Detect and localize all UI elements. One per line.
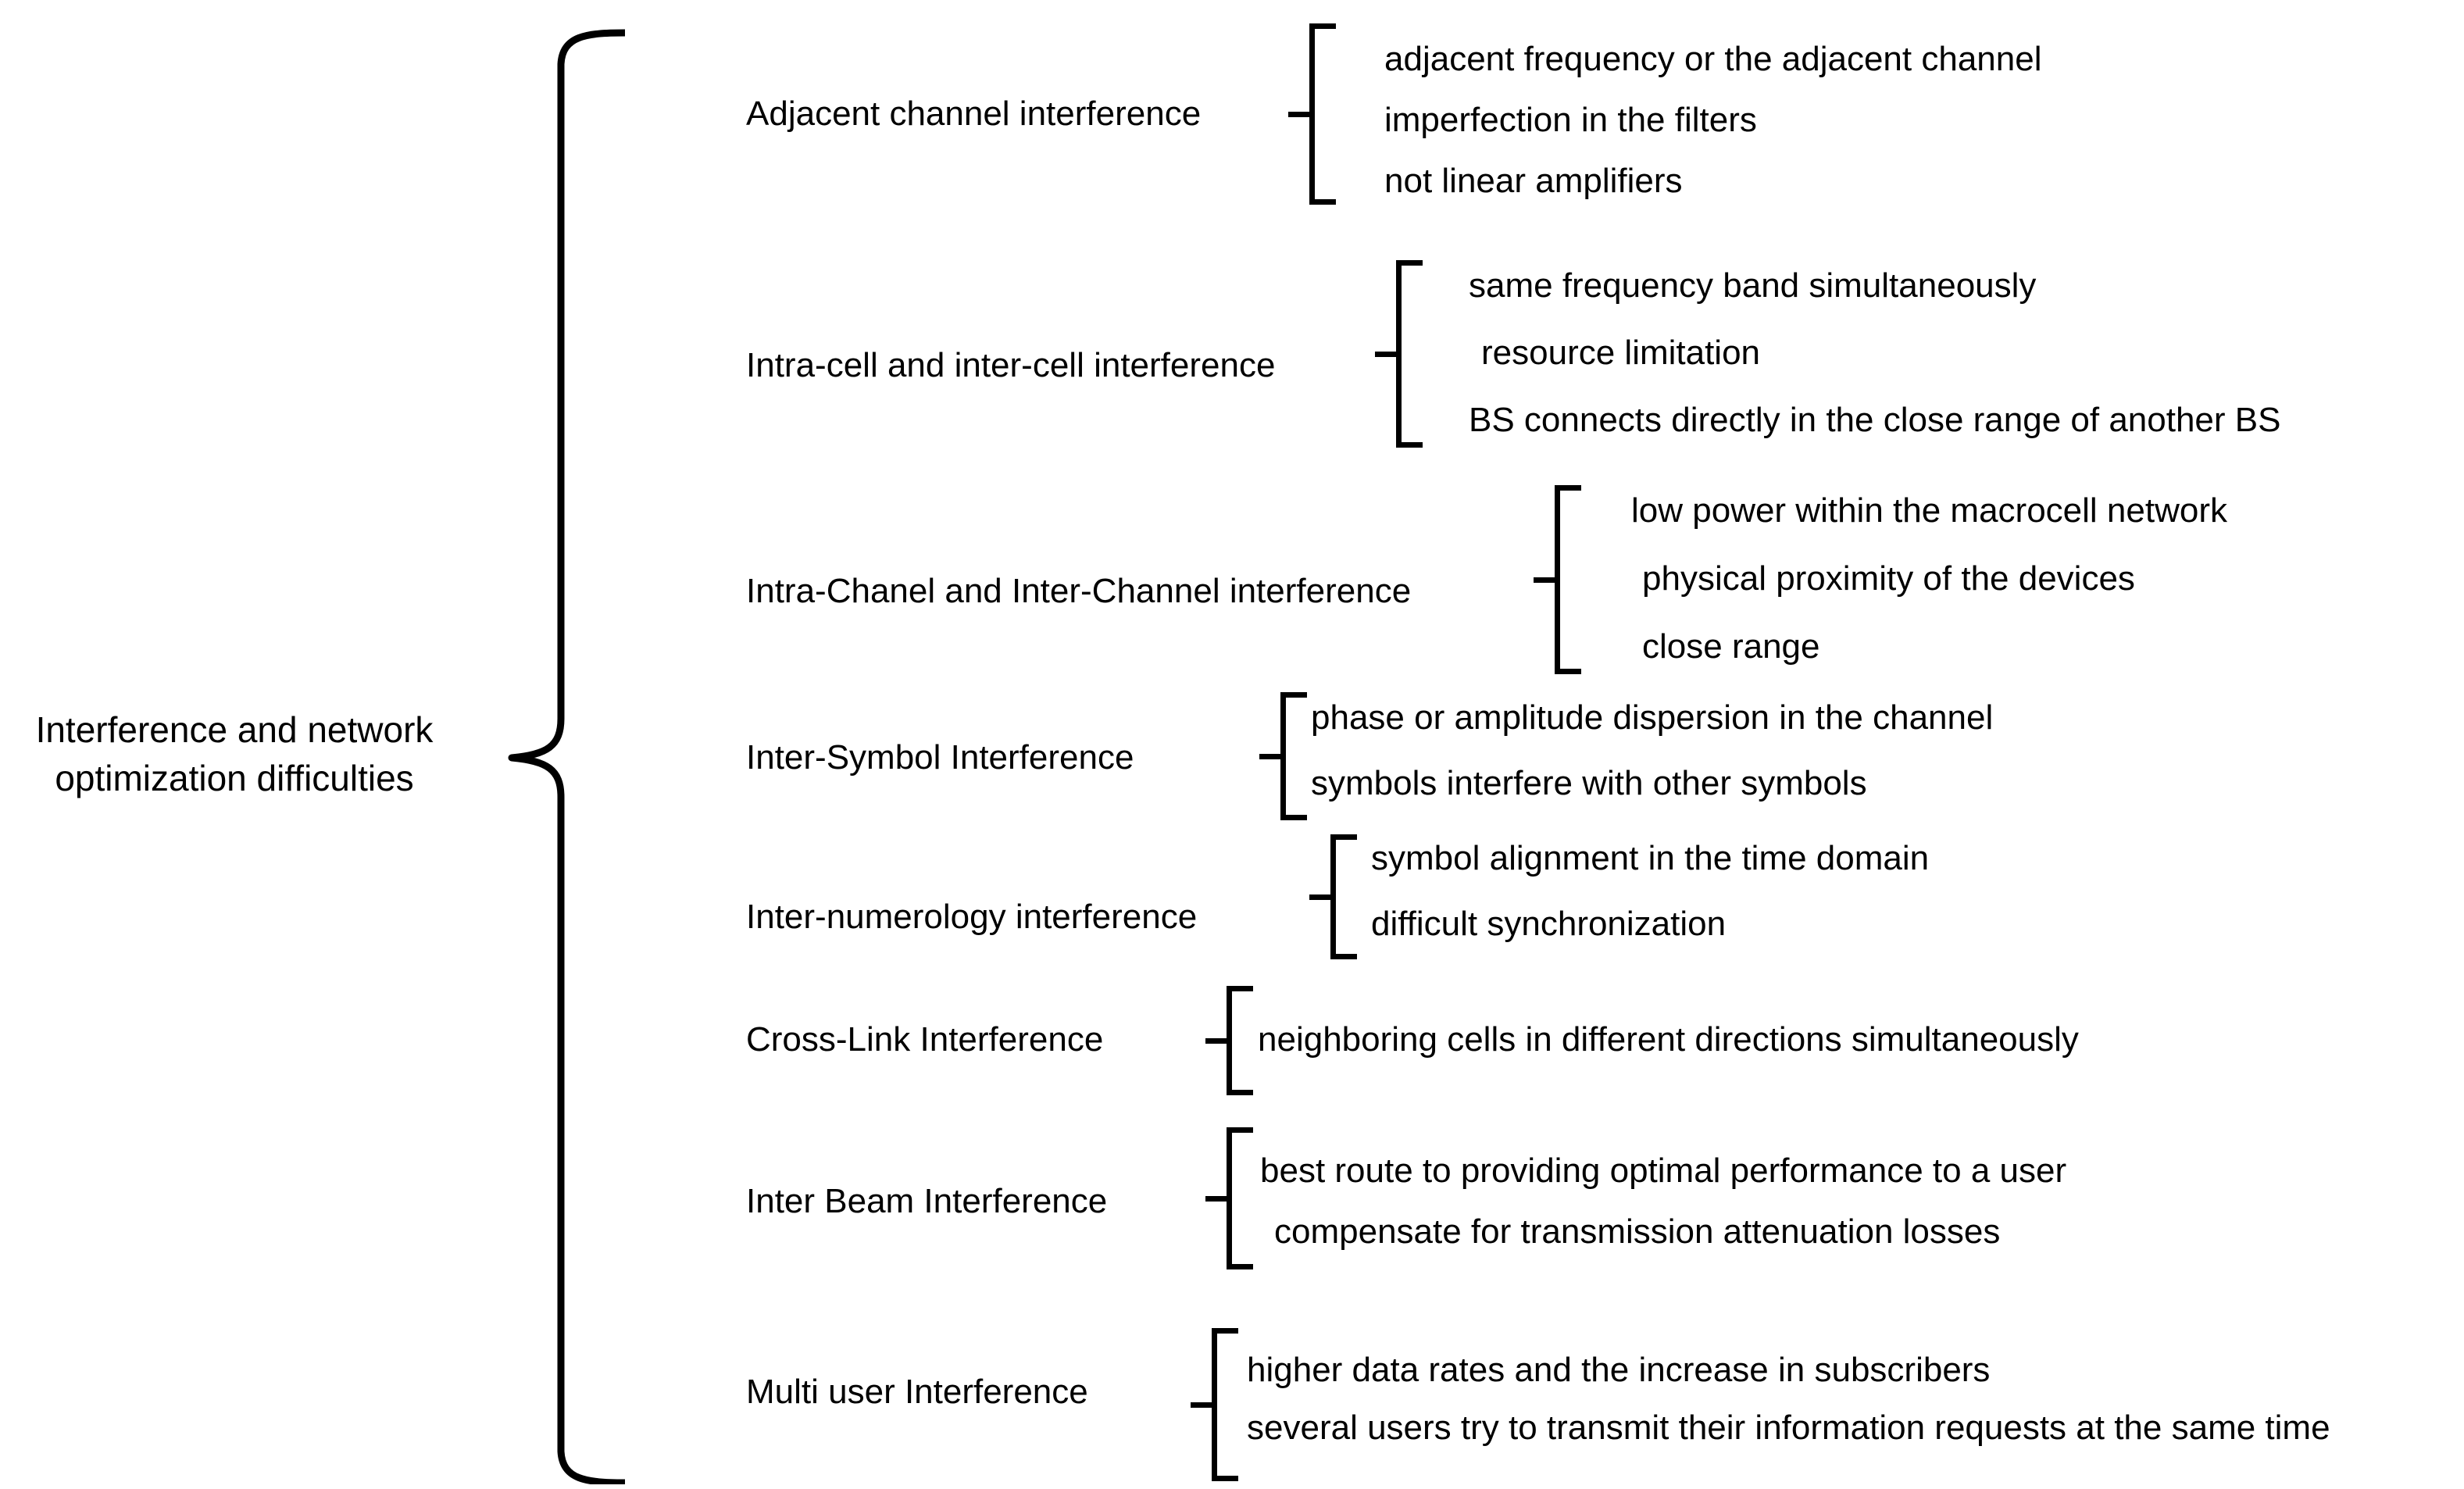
branch-label-inter-beam-interference: Inter Beam Interference [746,1182,1108,1220]
group-bracket-2 [1375,260,1423,448]
group-bracket-4-tick [1259,754,1286,759]
group-bracket-1-tick [1288,112,1315,117]
group-bracket-7 [1205,1127,1253,1269]
children-intra-cell-inter-cell-interference: same frequency band simultaneously resou… [1469,266,2280,441]
children-multi-user-interference: higher data rates and the increase in su… [1247,1350,2330,1448]
children-cross-link-interference: neighboring cells in different direction… [1258,1019,2079,1060]
group-bracket-4 [1259,692,1307,820]
child-item: symbols interfere with other symbols [1311,764,1867,802]
group-bracket-8-tick [1191,1402,1217,1408]
child-item: resource limitation [1481,334,1761,372]
child-item: symbol alignment in the time domain [1371,839,1930,877]
child-item: compensate for transmission attenuation … [1274,1212,2001,1251]
child-item: low power within the macrocell network [1631,491,2227,530]
child-item: BS connects directly in the close range … [1469,401,2281,439]
child-item: phase or amplitude dispersion in the cha… [1311,698,1994,737]
main-brace [437,16,629,1487]
child-item: same frequency band simultaneously [1469,266,2037,305]
children-adjacent-channel-interference: adjacent frequency or the adjacent chann… [1384,39,2041,202]
group-bracket-1 [1288,23,1336,205]
children-inter-numerology-interference: symbol alignment in the time domain diff… [1371,838,1929,944]
group-bracket-8 [1191,1328,1238,1481]
root-node: Interference and network optimization di… [8,705,461,802]
group-bracket-3-tick [1534,577,1560,583]
child-item: physical proximity of the devices [1642,559,2135,598]
children-intra-channel-inter-channel-interference: low power within the macrocell network p… [1631,491,2227,667]
child-item: higher data rates and the increase in su… [1247,1351,1991,1389]
group-bracket-7-tick [1205,1196,1232,1202]
branch-label-inter-numerology-interference: Inter-numerology interference [746,898,1198,936]
group-bracket-5-tick [1309,894,1336,900]
root-label-line-1: Interference and network [35,709,434,750]
children-inter-symbol-interference: phase or amplitude dispersion in the cha… [1311,698,1993,804]
branch-label-intra-cell-inter-cell-interference: Intra-cell and inter-cell interference [746,346,1276,384]
child-item: imperfection in the filters [1384,101,1757,139]
group-bracket-6 [1205,986,1253,1095]
branch-label-cross-link-interference: Cross-Link Interference [746,1020,1104,1059]
group-bracket-3 [1534,485,1581,674]
main-brace-svg [508,29,629,1487]
children-inter-beam-interference: best route to providing optimal performa… [1260,1151,2066,1252]
root-label-line-2: optimization difficulties [55,758,414,798]
branch-label-adjacent-channel-interference: Adjacent channel interference [746,95,1202,133]
child-item: neighboring cells in different direction… [1258,1020,2079,1059]
child-item: not linear amplifiers [1384,162,1683,200]
child-item: best route to providing optimal performa… [1260,1152,2067,1190]
child-item: adjacent frequency or the adjacent chann… [1384,40,2042,78]
group-bracket-2-tick [1375,352,1402,357]
group-bracket-6-tick [1205,1038,1232,1044]
branch-label-multi-user-interference: Multi user Interference [746,1373,1088,1411]
child-item: several users try to transmit their info… [1247,1409,2330,1447]
group-bracket-5 [1309,834,1357,959]
child-item: close range [1642,627,1820,666]
branch-label-inter-symbol-interference: Inter-Symbol Interference [746,738,1134,777]
child-item: difficult synchronization [1371,905,1727,943]
branch-label-intra-channel-inter-channel-interference: Intra-Chanel and Inter-Channel interfere… [746,572,1412,610]
